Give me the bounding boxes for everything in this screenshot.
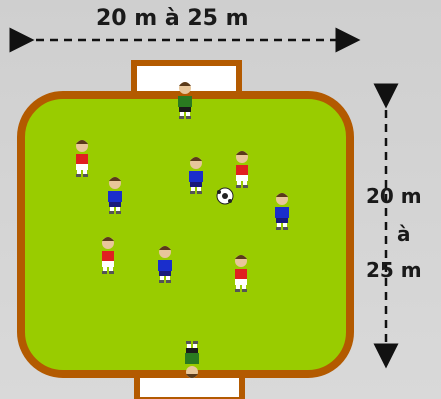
length-label-line1: 20 m xyxy=(366,184,422,208)
length-label-line3: 25 m xyxy=(366,258,422,282)
pitch xyxy=(17,91,354,378)
length-label-line2: à xyxy=(397,222,411,246)
ball xyxy=(216,187,234,205)
width-label: 20 m à 25 m xyxy=(96,6,249,31)
